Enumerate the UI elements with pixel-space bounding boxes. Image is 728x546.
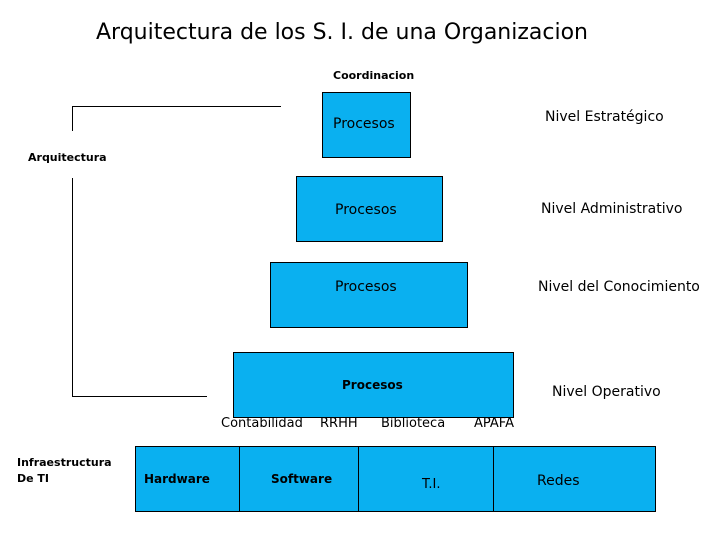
infra-hardware: Hardware [144,472,210,486]
process-box-operational: Procesos [233,352,514,418]
department-label: Biblioteca [381,416,446,431]
department-label: APAFA [474,416,514,431]
divider [239,447,240,511]
infrastructure-label-line2: De TI [17,472,50,485]
divider [358,447,359,511]
level-knowledge: Nivel del Conocimiento [538,279,700,295]
process-label: Procesos [335,279,397,295]
process-box-knowledge: Procesos [270,262,468,328]
process-label: Procesos [335,202,397,218]
process-box-administrative: Procesos [296,176,443,242]
bracket-lower-vertical [72,178,73,396]
infrastructure-label-line1: Infraestructura [17,456,112,469]
divider [493,447,494,511]
process-label: Procesos [333,116,395,132]
bracket-upper-vertical [72,106,73,131]
bracket-bottom-line [72,396,207,397]
coordination-label: Coordinacion [333,69,415,82]
infra-ti: T.I. [422,477,441,492]
architecture-label: Arquitectura [28,151,107,164]
process-box-strategic: Procesos [322,92,411,158]
level-administrative: Nivel Administrativo [541,201,683,217]
infra-redes: Redes [537,473,580,489]
process-label: Procesos [342,378,403,392]
department-label: RRHH [320,416,358,431]
level-operational: Nivel Operativo [552,384,661,400]
bracket-top-line [72,106,281,107]
diagram-title: Arquitectura de los S. I. de una Organiz… [96,20,588,45]
infrastructure-row: Hardware Software T.I. Redes [135,446,656,512]
department-label: Contabilidad [221,416,303,431]
level-strategic: Nivel Estratégico [545,109,664,125]
infra-software: Software [271,472,333,486]
